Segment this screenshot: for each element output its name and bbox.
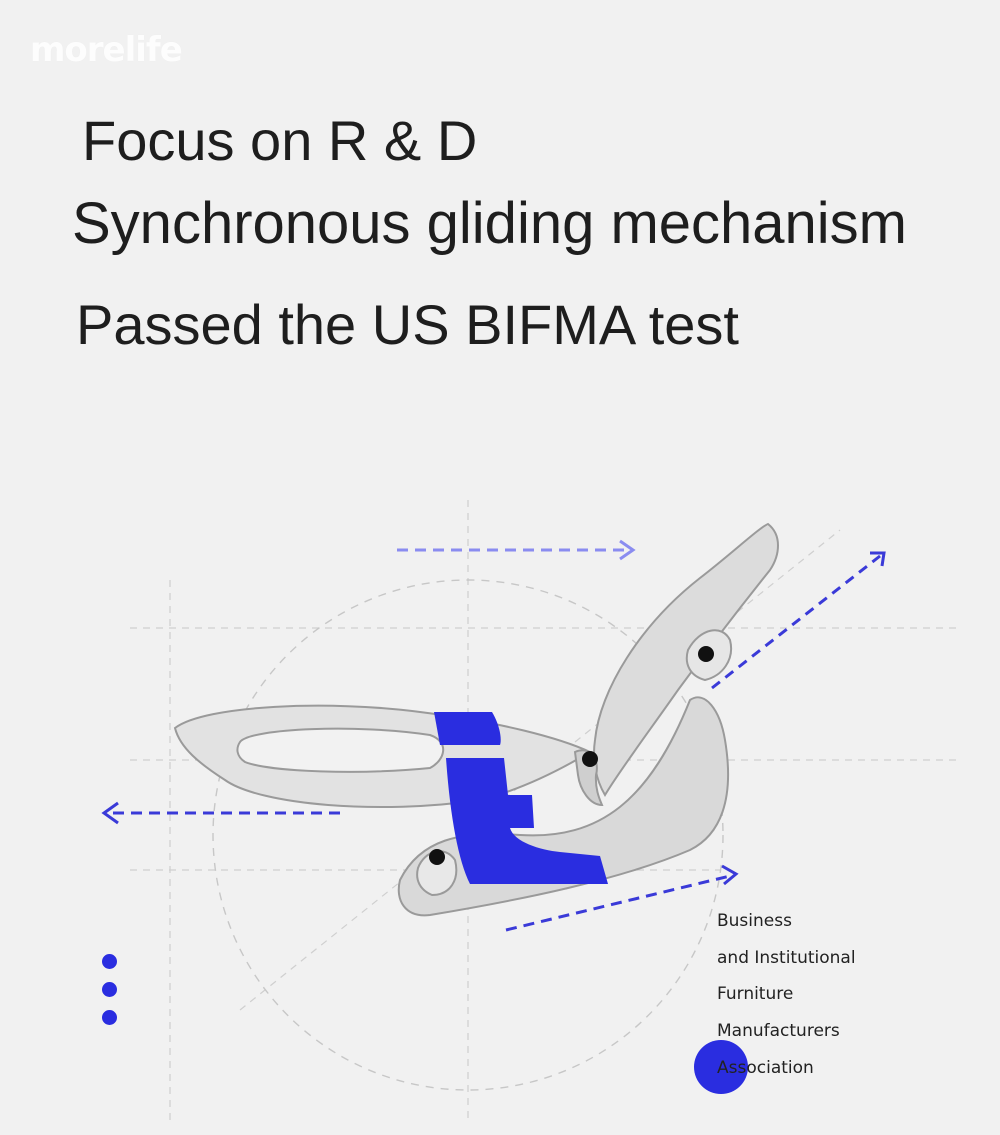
bifma-line: Business	[717, 911, 792, 931]
brand-logo: morelife	[30, 30, 183, 70]
chair-mechanism-illustration	[101, 500, 960, 1120]
guide-circle	[212, 579, 724, 1091]
bifma-line: Manufacturers	[717, 1021, 840, 1042]
bifma-line: and Institutional	[717, 947, 856, 968]
direction-arrow-icon	[101, 539, 886, 932]
pagination-dots	[102, 954, 117, 1038]
headline-bifma: Passed the US BIFMA test	[76, 293, 739, 356]
dot-1	[102, 954, 117, 969]
dot-2	[102, 982, 117, 997]
bifma-definition: Business and Institutional Furniture Man…	[717, 903, 856, 1087]
guide-grid	[130, 500, 960, 1120]
bifma-line: Association	[717, 1057, 814, 1078]
headline-rnd: Focus on R & D	[82, 109, 478, 172]
chair-seat	[173, 704, 593, 809]
chair-back	[593, 522, 779, 797]
headline-mechanism: Synchronous gliding mechanism	[72, 191, 907, 256]
blue-accent-dot	[694, 1040, 748, 1094]
brand-mark-it	[434, 712, 608, 884]
dot-3	[102, 1010, 117, 1025]
bifma-line: Furniture	[717, 984, 794, 1005]
